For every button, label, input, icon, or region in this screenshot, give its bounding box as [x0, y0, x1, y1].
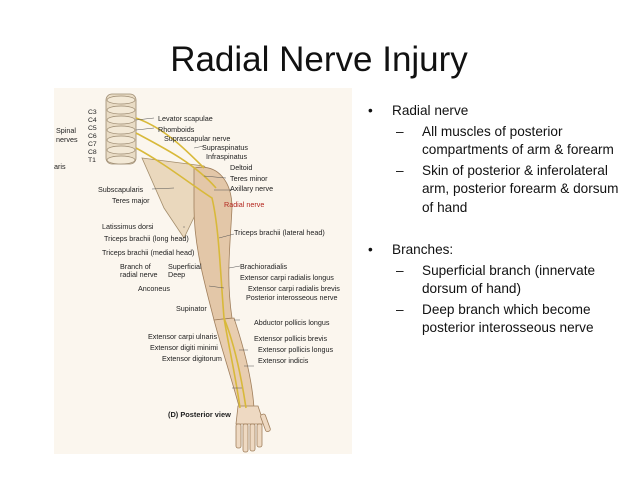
- label-axillary: Axillary nerve: [230, 184, 274, 193]
- bullet-text: Branches:: [392, 242, 454, 257]
- label-triceps-lateral: Triceps brachii (lateral head): [234, 228, 325, 237]
- label-aris: aris: [54, 162, 66, 171]
- sub-bullet-item: – All muscles of posterior compartments o…: [368, 123, 630, 160]
- label-ei: Extensor indicis: [258, 356, 309, 365]
- sub-bullet-item: – Deep branch which become posterior inte…: [368, 301, 630, 338]
- label-ecu: Extensor carpi ulnaris: [148, 332, 218, 341]
- label-subscapularis: Subscapularis: [98, 185, 144, 194]
- label-levator: Levator scapulae: [158, 114, 213, 123]
- label-epl: Extensor pollicis longus: [258, 345, 334, 354]
- sub-bullet-item: – Skin of posterior & inferolateral arm, …: [368, 162, 630, 218]
- label-triceps-medial: Triceps brachii (medial head): [102, 248, 195, 257]
- label-brachioradialis: Brachioradialis: [240, 262, 288, 271]
- label-latissimus: Latissimus dorsi: [102, 222, 154, 231]
- label-triceps-long: Triceps brachii (long head): [104, 234, 189, 243]
- label-teres-major: Teres major: [112, 196, 150, 205]
- label-c8: C8: [88, 149, 97, 156]
- dash-icon: –: [396, 162, 404, 178]
- label-supinator: Supinator: [176, 304, 207, 313]
- bullet-dot-icon: •: [368, 242, 373, 257]
- label-teres-minor: Teres minor: [230, 174, 268, 183]
- sub-bullet-text: Deep branch which become posterior inter…: [422, 301, 594, 336]
- label-radial-nerve-left: radial nerve: [120, 270, 158, 279]
- forearm: [213, 317, 255, 411]
- label-c7: C7: [88, 141, 97, 148]
- label-rhomboids: Rhomboids: [158, 125, 195, 134]
- label-infraspinatus: Infraspinatus: [206, 152, 248, 161]
- label-deep: Deep: [168, 270, 186, 279]
- label-anconeus: Anconeus: [138, 284, 170, 293]
- vertebral-column: [105, 93, 137, 165]
- anatomy-illustration: Spinal nerves C3 C4 C5 C6 C7 C8 T1 aris …: [54, 88, 352, 454]
- label-spinal: Spinal: [56, 126, 76, 135]
- bullet-item: • Radial nerve: [368, 102, 630, 121]
- label-radial-nerve: Radial nerve: [224, 200, 265, 209]
- dash-icon: –: [396, 123, 404, 139]
- bullet-text: Radial nerve: [392, 103, 469, 118]
- dash-icon: –: [396, 262, 404, 278]
- label-apl: Abductor pollicis longus: [254, 318, 330, 327]
- label-supraspinatus: Supraspinatus: [202, 143, 248, 152]
- hand: [235, 405, 271, 453]
- label-branch-of: Branch of: [120, 262, 151, 271]
- bullet-list: • Radial nerve – All muscles of posterior …: [368, 102, 630, 338]
- bullet-dot-icon: •: [368, 103, 373, 118]
- label-c6: C6: [88, 133, 97, 140]
- upper-arm: [193, 166, 233, 321]
- nerve-paths: [135, 117, 247, 409]
- label-c4: C4: [88, 117, 97, 124]
- label-t1: T1: [88, 157, 96, 164]
- label-superficial: Superficial: [168, 262, 202, 271]
- dash-icon: –: [396, 301, 404, 317]
- label-c5: C5: [88, 125, 97, 132]
- label-c3: C3: [88, 109, 97, 116]
- arm-drawing: [105, 93, 271, 453]
- label-ed: Extensor digitorum: [162, 354, 222, 363]
- label-ecrl: Extensor carpi radialis longus: [240, 273, 334, 282]
- figure-caption: (D) Posterior view: [168, 410, 231, 419]
- slide-title: Radial Nerve Injury: [170, 40, 468, 79]
- label-ecrb: Extensor carpi radialis brevis: [248, 284, 340, 293]
- label-leaders: [135, 117, 254, 389]
- sub-bullet-text: Skin of posterior & inferolateral arm, p…: [422, 162, 619, 215]
- sub-bullet-item: – Superficial branch (innervate dorsum of…: [368, 262, 630, 299]
- sub-bullet-text: All muscles of posterior compartments of…: [422, 123, 614, 158]
- label-suprascapular: Suprascapular nerve: [164, 134, 231, 143]
- label-edm: Extensor digiti minimi: [150, 343, 218, 352]
- label-epb: Extensor pollicis brevis: [254, 334, 328, 343]
- label-pin: Posterior interosseous nerve: [246, 293, 338, 302]
- label-deltoid: Deltoid: [230, 163, 253, 172]
- bullet-item: • Branches:: [368, 241, 630, 260]
- label-nerves: nerves: [56, 135, 78, 144]
- sub-bullet-text: Superficial branch (innervate dorsum of …: [422, 262, 596, 297]
